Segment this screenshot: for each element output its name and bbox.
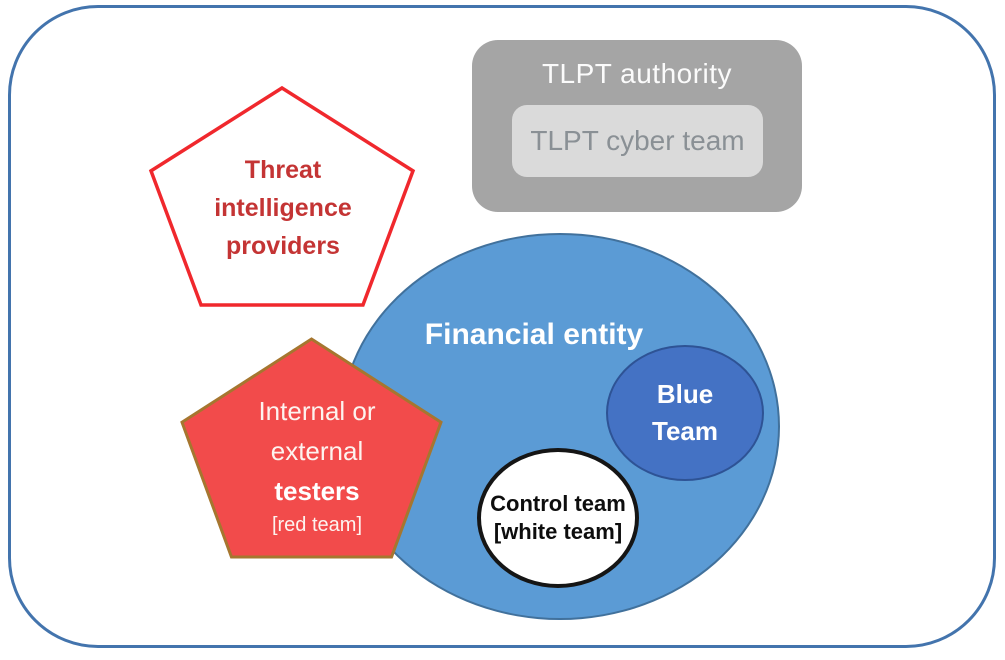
- threat-intel-line2: intelligence: [214, 194, 352, 222]
- testers-pentagon: [182, 339, 441, 557]
- tlpt-authority-label: TLPT authority: [541, 58, 733, 89]
- pentagon-red-shape: [182, 339, 441, 557]
- control-team-line1: Control team: [490, 491, 626, 516]
- testers-label: Internal or external testers [red team]: [212, 391, 422, 540]
- threat-intelligence-label: Threat intelligence providers: [170, 151, 396, 265]
- threat-intel-line1: Threat: [244, 156, 322, 184]
- control-team-line2: [white team]: [493, 519, 623, 544]
- tlpt-cyber-team-label: TLPT cyber team: [530, 125, 745, 156]
- testers-line4: [red team]: [271, 514, 363, 536]
- blue-team-line2: Team: [652, 416, 718, 446]
- testers-line3: testers: [274, 476, 360, 506]
- testers-line2: external: [270, 436, 364, 466]
- financial-entity-line2: entity: [563, 318, 644, 351]
- testers-line1: Internal or: [258, 396, 376, 426]
- control-team-circle: Control team [white team]: [477, 448, 639, 588]
- threat-intelligence-pentagon: [151, 88, 413, 305]
- diagram-frame: [8, 5, 996, 648]
- pentagon-outline-shape: [151, 88, 413, 305]
- tlpt-cyber-team-box: TLPT cyber team: [512, 105, 763, 177]
- financial-entity-label: Financial entity: [414, 312, 654, 358]
- blue-team-line1: Blue: [656, 379, 714, 409]
- blue-team-circle: Blue Team: [606, 345, 764, 481]
- threat-intel-line3: providers: [226, 232, 340, 260]
- tlpt-authority-box: TLPT authority TLPT cyber team: [472, 40, 802, 212]
- financial-entity-line1: Financial: [424, 318, 555, 351]
